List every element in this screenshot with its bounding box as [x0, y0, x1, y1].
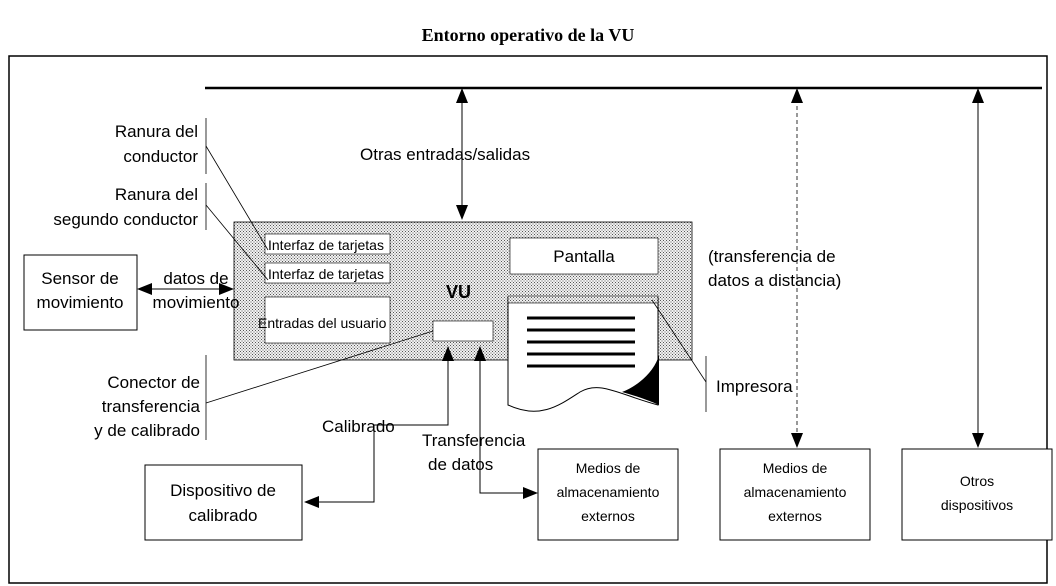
external-storage-b-label-1: Medios de [763, 460, 828, 476]
display-label: Pantalla [553, 247, 615, 266]
external-storage-a-box [537, 448, 679, 541]
connector-pointer [205, 330, 434, 404]
calibration-device-label-1: Dispositivo de [170, 481, 276, 500]
card-interface-2 [264, 262, 391, 284]
card-interface-1-label: Interfaz de tarjetas [268, 237, 384, 253]
user-inputs-label: Entradas del usuario [258, 315, 387, 331]
printer-label: Impresora [716, 377, 793, 396]
calibration-line [308, 350, 449, 503]
other-devices-arrow-down [972, 433, 984, 448]
calibration-arrow-left [304, 496, 319, 508]
remote-arrow-up [791, 88, 803, 103]
io-label: Otras entradas/salidas [360, 145, 530, 164]
motion-data-arrow-left [137, 283, 152, 295]
display [509, 237, 659, 275]
diagram-title: Entorno operativo de la VU [422, 25, 635, 45]
remote-transfer-label-1: (transferencia de [708, 247, 836, 266]
motion-sensor-label-2: movimiento [37, 293, 124, 312]
remote-arrow-down [791, 433, 803, 448]
motion-sensor-box [23, 254, 138, 331]
other-devices-label-2: dispositivos [941, 497, 1013, 513]
external-storage-a-label-3: externos [581, 508, 635, 524]
card-interface-2-label: Interfaz de tarjetas [268, 266, 384, 282]
motion-data-label-1: datos de [163, 269, 228, 288]
motion-sensor-label-1: Sensor de [41, 269, 119, 288]
driver-slot-pointer [205, 145, 269, 251]
codriver-slot-label-1: Ranura del [115, 185, 198, 204]
data-transfer-label-1: Transferencia [422, 431, 526, 450]
calibration-arrow-up [442, 346, 454, 361]
external-storage-b-label-2: almacenamiento [744, 484, 847, 500]
other-devices-arrow-up [972, 88, 984, 103]
data-transfer-arrow-right [523, 487, 538, 499]
printer-pointer [651, 299, 707, 383]
vu-label: VU [446, 282, 471, 302]
data-transfer-arrow-up [474, 346, 486, 361]
motion-data-arrow-right [219, 283, 234, 295]
codriver-slot-pointer [205, 204, 269, 281]
connector-label-3: y de calibrado [94, 421, 200, 440]
calibration-device-box [144, 464, 303, 541]
driver-slot-label-2: conductor [123, 147, 198, 166]
calibration-device-label-2: calibrado [189, 506, 258, 525]
motion-data-label-2: movimiento [153, 293, 240, 312]
other-devices-label-1: Otros [960, 473, 994, 489]
card-interface-1 [264, 233, 391, 255]
io-arrow-down [456, 205, 468, 220]
codriver-slot-label-2: segundo conductor [53, 210, 198, 229]
user-inputs [264, 296, 391, 344]
external-storage-a-label-1: Medios de [576, 460, 641, 476]
io-arrow-up [456, 88, 468, 103]
data-transfer-line [479, 350, 534, 494]
connector-label-2: transferencia [102, 397, 201, 416]
other-devices-box [901, 448, 1053, 541]
outer-frame [8, 55, 1048, 584]
calibration-label: Calibrado [322, 417, 395, 436]
data-transfer-label-2: de datos [428, 455, 493, 474]
driver-slot-label-1: Ranura del [115, 122, 198, 141]
printer-paper [507, 295, 659, 412]
connector-port [432, 320, 494, 342]
external-storage-a-label-2: almacenamiento [557, 484, 660, 500]
connector-label-1: Conector de [107, 373, 200, 392]
external-storage-b-box [719, 448, 871, 541]
remote-transfer-label-2: datos a distancia) [708, 271, 841, 290]
external-storage-b-label-3: externos [768, 508, 822, 524]
